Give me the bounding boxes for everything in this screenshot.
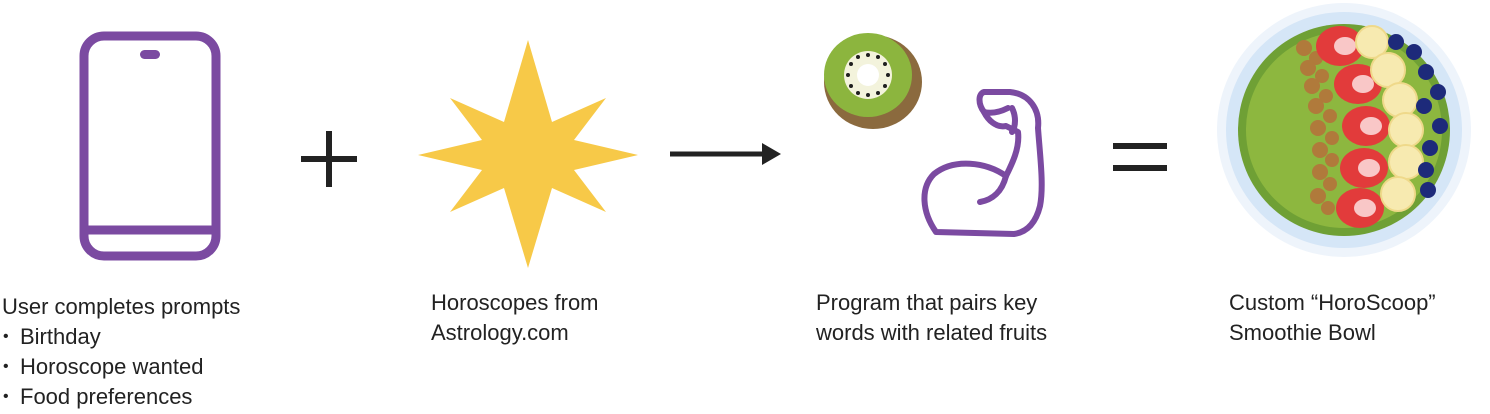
bowl-line-2: Smoothie Bowl	[1229, 320, 1376, 345]
program-line-2: words with related fruits	[816, 320, 1048, 345]
blueberry-stripe	[1388, 34, 1448, 198]
granola-stripe	[1296, 40, 1339, 215]
prompt-item-birthday: Birthday	[2, 322, 240, 352]
plus-sign	[301, 131, 357, 187]
horoscope-line-1: Horoscopes from	[431, 290, 599, 315]
caption-smoothie-bowl: Custom “HoroScoop” Smoothie Bowl	[1229, 288, 1436, 348]
prompt-list: Birthday Horoscope wanted Food preferenc…	[2, 322, 240, 412]
prompt-item-horoscope: Horoscope wanted	[2, 352, 240, 382]
caption-program: Program that pairs key words with relate…	[816, 288, 1047, 348]
prompt-item-food: Food preferences	[2, 382, 240, 412]
bowl-line-1: Custom “HoroScoop”	[1229, 290, 1436, 315]
user-prompts-heading: User completes prompts	[2, 294, 241, 319]
smartphone-icon	[79, 31, 221, 261]
banana-stripe	[1355, 25, 1424, 212]
program-line-1: Program that pairs key	[816, 290, 1038, 315]
equals-sign	[1113, 143, 1167, 171]
star-sparkle-icon	[418, 40, 638, 268]
horoscope-line-2: Astrology.com	[431, 320, 569, 345]
arrow-right	[670, 143, 781, 165]
strawberry-stripe	[1316, 26, 1390, 228]
kiwi-icon	[824, 33, 922, 129]
caption-horoscopes: Horoscopes from Astrology.com	[431, 288, 599, 348]
smoothie-bowl-icon	[1217, 3, 1471, 257]
flexed-bicep-icon	[921, 89, 1045, 237]
caption-user-prompts: User completes prompts Birthday Horoscop…	[2, 292, 240, 412]
